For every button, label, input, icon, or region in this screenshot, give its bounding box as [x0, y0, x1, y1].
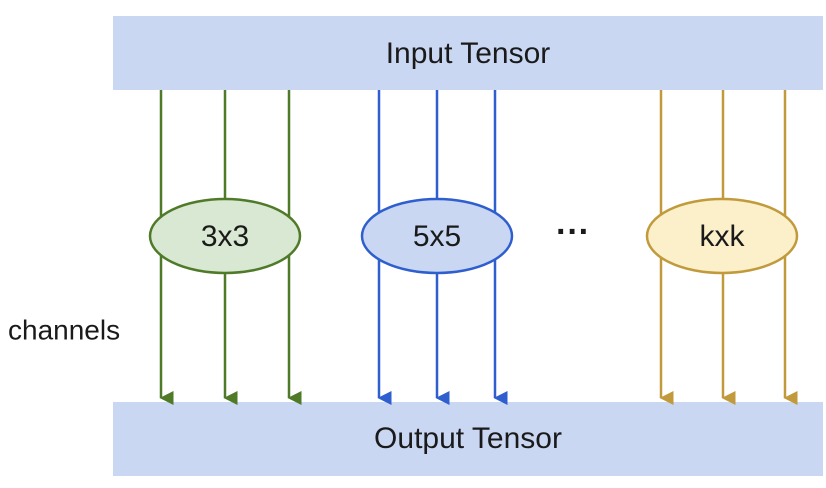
kernel-ellipse-3x3	[148, 197, 302, 275]
kernel-group-3x3: 3x3	[148, 90, 302, 405]
channels-label: channels	[8, 314, 120, 345]
kernel-label-3x3: 3x3	[201, 220, 249, 253]
output-tensor-box	[113, 402, 823, 476]
input-tensor-label: Input Tensor	[386, 37, 551, 70]
kernel-label-kxk: kxk	[700, 220, 746, 253]
kernel-ellipse-kxk	[645, 197, 799, 275]
output-tensor-label: Output Tensor	[374, 422, 562, 455]
kernel-group-kxk: kxk	[645, 90, 799, 405]
input-tensor-box	[113, 16, 823, 90]
ellipsis-separator: ···	[556, 213, 590, 251]
kernel-group-5x5: 5x5	[360, 90, 514, 405]
kernel-label-5x5: 5x5	[413, 220, 461, 253]
kernel-ellipse-5x5	[360, 197, 514, 275]
